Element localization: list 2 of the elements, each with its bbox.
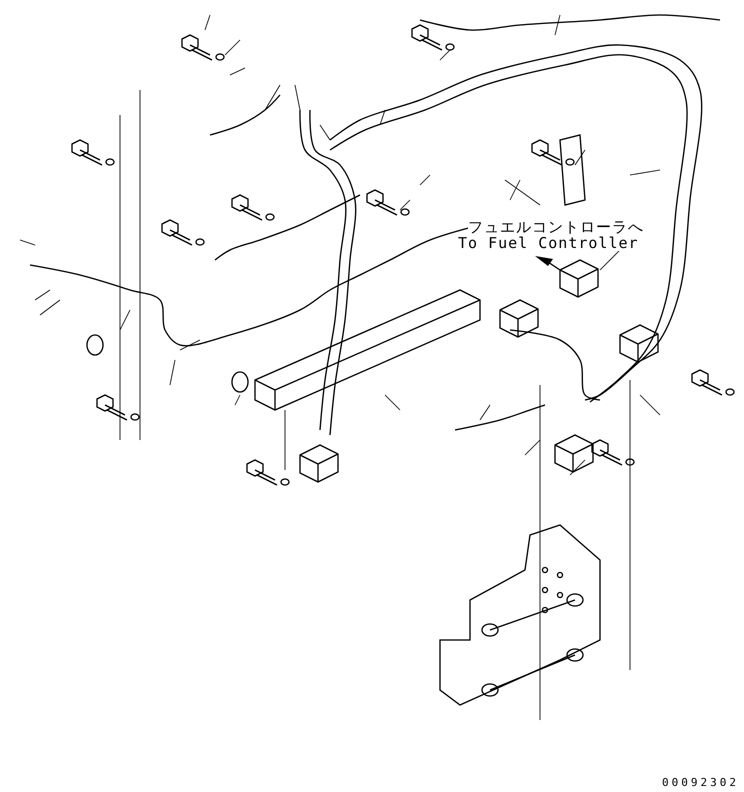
label-text: フュエルコントローラへ <box>468 220 644 235</box>
label-text: To Fuel Controller <box>458 236 639 251</box>
